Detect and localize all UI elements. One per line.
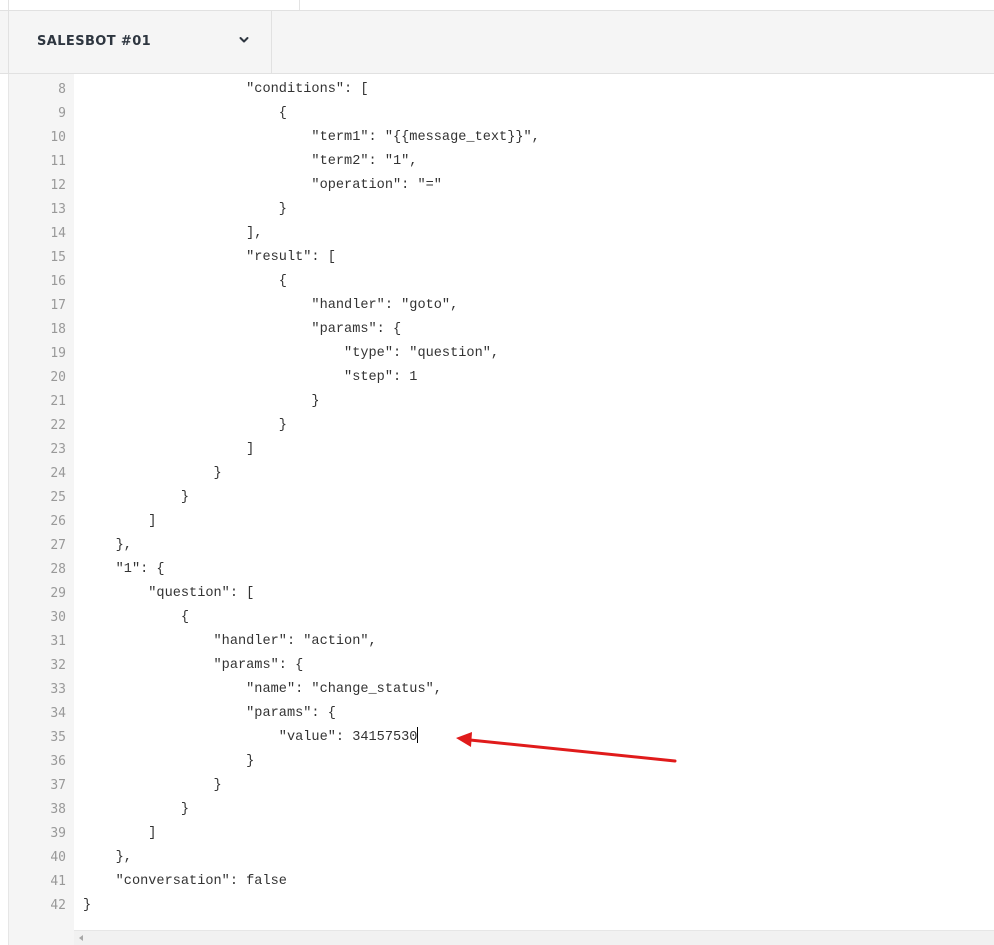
- line-number: 38: [50, 802, 66, 817]
- line-number: 12: [50, 178, 66, 193]
- line-number: 17: [50, 298, 66, 313]
- line-number: 15: [50, 250, 66, 265]
- line-number: 34: [50, 706, 66, 721]
- code-line[interactable]: }: [83, 898, 92, 913]
- code-line[interactable]: "1": {: [83, 562, 165, 577]
- code-line[interactable]: ]: [83, 514, 157, 529]
- code-line[interactable]: "name": "change_status",: [83, 682, 442, 697]
- code-line[interactable]: {: [83, 274, 287, 289]
- line-number: 39: [50, 826, 66, 841]
- line-number: 18: [50, 322, 66, 337]
- code-line[interactable]: "conversation": false: [83, 874, 287, 889]
- divider: [299, 0, 300, 10]
- line-number: 36: [50, 754, 66, 769]
- code-line[interactable]: "conditions": [: [83, 82, 369, 97]
- line-number: 20: [50, 370, 66, 385]
- code-line[interactable]: ]: [83, 442, 255, 457]
- line-number: 37: [50, 778, 66, 793]
- code-line[interactable]: "params": {: [83, 322, 402, 337]
- bot-selector-dropdown[interactable]: SALESBOT #01: [8, 11, 272, 73]
- code-line[interactable]: "result": [: [83, 250, 336, 265]
- code-line[interactable]: "params": {: [83, 706, 336, 721]
- code-line[interactable]: }: [83, 778, 222, 793]
- line-number: 28: [50, 562, 66, 577]
- bot-name: SALESBOT #01: [37, 34, 152, 49]
- line-number: 26: [50, 514, 66, 529]
- code-line[interactable]: "handler": "action",: [83, 634, 377, 649]
- code-line[interactable]: }: [83, 394, 320, 409]
- line-number: 27: [50, 538, 66, 553]
- top-strip: [0, 0, 994, 10]
- line-number: 30: [50, 610, 66, 625]
- code-line[interactable]: "value": 34157530: [83, 726, 419, 750]
- code-line[interactable]: },: [83, 850, 132, 865]
- code-line[interactable]: "step": 1: [83, 370, 418, 385]
- line-number: 33: [50, 682, 66, 697]
- divider: [8, 0, 9, 10]
- line-number: 10: [50, 130, 66, 145]
- line-number: 29: [50, 586, 66, 601]
- code-line[interactable]: "term1": "{{message_text}}",: [83, 130, 540, 145]
- code-line[interactable]: "handler": "goto",: [83, 298, 459, 313]
- code-line[interactable]: }: [83, 202, 287, 217]
- line-number: 42: [50, 898, 66, 913]
- scroll-left-arrow-icon[interactable]: [79, 935, 83, 941]
- code-line[interactable]: }: [83, 754, 255, 769]
- line-number: 9: [58, 106, 66, 121]
- line-number: 16: [50, 274, 66, 289]
- line-number: 41: [50, 874, 66, 889]
- line-number: 19: [50, 346, 66, 361]
- line-number: 32: [50, 658, 66, 673]
- line-number-gutter: 8 9 10 11 12 13 14 15 16 17 18 19 20 21 22 23 24 25 26 27 28…: [8, 74, 74, 945]
- code-line[interactable]: },: [83, 538, 132, 553]
- line-number: 23: [50, 442, 66, 457]
- code-line[interactable]: {: [83, 610, 190, 625]
- code-line[interactable]: ],: [83, 226, 263, 241]
- line-number: 8: [58, 82, 66, 97]
- line-number: 11: [50, 154, 66, 169]
- code-editor[interactable]: 8 9 10 11 12 13 14 15 16 17 18 19 20 21 22 23 24 25 26 27 28…: [0, 74, 994, 945]
- code-line[interactable]: "operation": "=": [83, 178, 442, 193]
- code-line[interactable]: "params": {: [83, 658, 304, 673]
- editor-header: SALESBOT #01: [0, 10, 994, 74]
- code-line[interactable]: "type": "question",: [83, 346, 500, 361]
- line-number: 21: [50, 394, 66, 409]
- code-line[interactable]: "term2": "1",: [83, 154, 418, 169]
- line-number: 31: [50, 634, 66, 649]
- code-line[interactable]: }: [83, 802, 190, 817]
- line-number: 13: [50, 202, 66, 217]
- code-line[interactable]: }: [83, 466, 222, 481]
- line-number: 24: [50, 466, 66, 481]
- line-number: 35: [50, 730, 66, 745]
- code-line[interactable]: ]: [83, 826, 157, 841]
- line-number: 14: [50, 226, 66, 241]
- code-line[interactable]: }: [83, 490, 190, 505]
- code-line[interactable]: }: [83, 418, 287, 433]
- line-number: 40: [50, 850, 66, 865]
- text-cursor: [417, 727, 419, 743]
- horizontal-scrollbar[interactable]: [74, 930, 994, 945]
- chevron-down-icon[interactable]: [237, 33, 251, 47]
- code-line[interactable]: "question": [: [83, 586, 255, 601]
- line-number: 25: [50, 490, 66, 505]
- line-number: 22: [50, 418, 66, 433]
- code-line[interactable]: {: [83, 106, 287, 121]
